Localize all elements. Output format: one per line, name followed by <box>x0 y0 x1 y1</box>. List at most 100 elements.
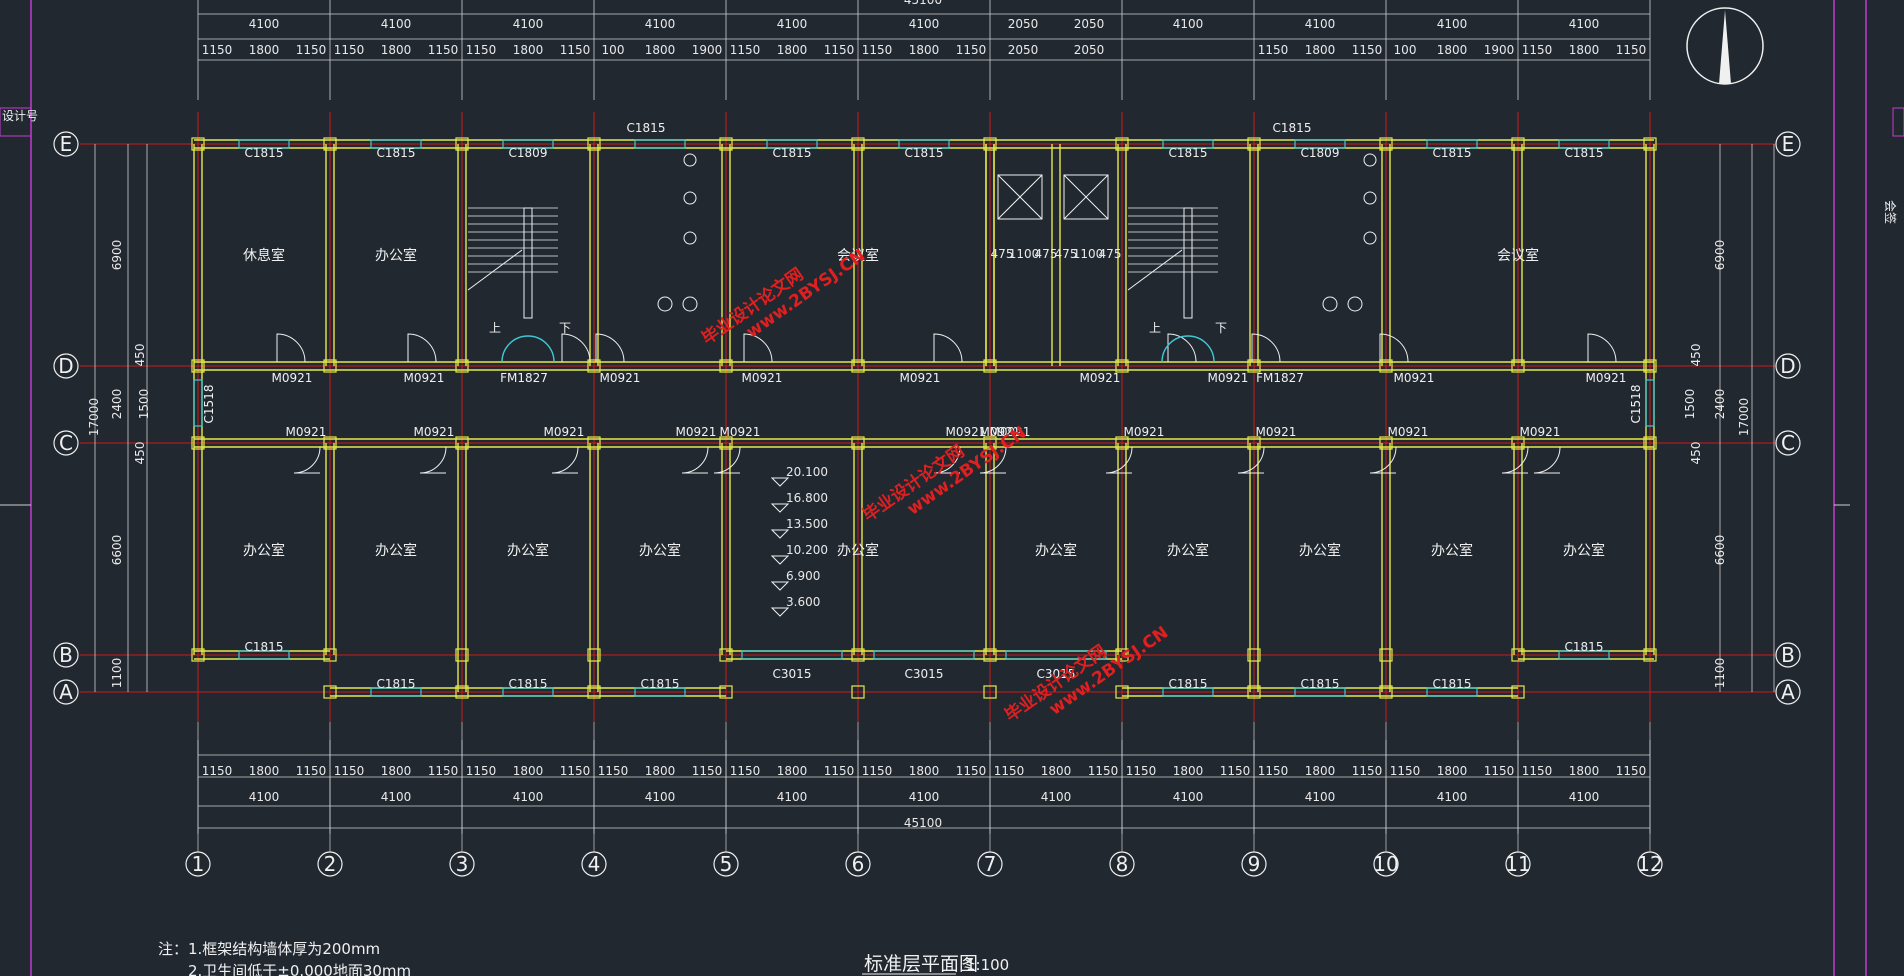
door-label: M0921 <box>1520 425 1561 439</box>
room-name: 办公室 <box>375 247 417 264</box>
window-label: C1815 <box>1433 677 1472 691</box>
bottom-bay-dim: 4100 <box>381 790 412 804</box>
column <box>323 648 337 662</box>
column <box>1379 137 1393 151</box>
bottom-sub-dim: 1800 <box>1305 764 1336 778</box>
column <box>1379 436 1393 450</box>
grid-label-E: E <box>60 132 73 156</box>
window-label: C1809 <box>1301 146 1340 160</box>
elevator-dim: 475 <box>1035 247 1058 261</box>
edge-text-right: 会签 <box>1883 200 1898 224</box>
window <box>1162 139 1214 149</box>
window <box>1426 687 1478 697</box>
door-label: M0921 <box>1394 371 1435 385</box>
elevation-marker <box>770 477 790 487</box>
column <box>1247 685 1261 699</box>
bottom-bay-dim: 4100 <box>513 790 544 804</box>
column <box>1247 436 1261 450</box>
top-sub-dim: 1150 <box>730 43 761 57</box>
top-bay-dim: 4100 <box>1569 17 1600 31</box>
fire-door <box>527 335 555 363</box>
window-label: C3015 <box>773 667 812 681</box>
grid-label-10: 10 <box>1373 852 1398 876</box>
door-swing <box>1379 333 1409 363</box>
door-swing <box>293 446 321 474</box>
column <box>1643 648 1657 662</box>
stair-break <box>467 249 523 291</box>
fire-door <box>1187 335 1215 363</box>
column <box>1115 648 1129 662</box>
column <box>191 359 205 373</box>
window <box>1558 650 1610 660</box>
fire-door <box>1161 335 1189 363</box>
column <box>1379 359 1393 373</box>
room-name: 办公室 <box>1167 542 1209 559</box>
grid-label-E: E <box>1782 132 1795 156</box>
grid-label-C: C <box>59 431 73 455</box>
note-line-2: 2.卫生间低于±0.000地面30mm <box>188 962 411 976</box>
column <box>587 436 601 450</box>
room-name: 办公室 <box>837 542 879 559</box>
top-sub-dim: 1800 <box>1569 43 1600 57</box>
top-sub-dim: 2050 <box>1008 43 1039 57</box>
elevator-dim: 1100 <box>1073 247 1104 261</box>
column <box>587 685 601 699</box>
bottom-sub-dim: 1800 <box>1041 764 1072 778</box>
grid-label-B: B <box>59 643 73 667</box>
top-bay-dim: 2050 <box>1074 17 1105 31</box>
door-swing <box>933 446 961 474</box>
room-name: 办公室 <box>375 542 417 559</box>
toilet-icon <box>1363 191 1377 205</box>
window <box>370 687 422 697</box>
column <box>1115 137 1129 151</box>
column <box>1379 648 1393 662</box>
bottom-sub-dim: 1800 <box>249 764 280 778</box>
bottom-bay-dim: 4100 <box>1305 790 1336 804</box>
top-sub-dim: 1150 <box>1522 43 1553 57</box>
top-sub-dim: 1150 <box>824 43 855 57</box>
bottom-sub-dim: 1800 <box>909 764 940 778</box>
elevation-value: 3.600 <box>786 595 820 609</box>
bottom-sub-dim: 1150 <box>296 764 327 778</box>
bottom-sub-dim: 1150 <box>1522 764 1553 778</box>
axis-lines <box>80 112 1775 722</box>
top-sub-dim: 1900 <box>1484 43 1515 57</box>
door-swing <box>1251 333 1281 363</box>
bottom-bay-dim: 4100 <box>1173 790 1204 804</box>
grid-label-D: D <box>58 354 73 378</box>
room-name: 会议室 <box>1497 247 1539 264</box>
window-label: C1815 <box>245 146 284 160</box>
elevator-dim: 1100 <box>1009 247 1040 261</box>
window <box>634 687 686 697</box>
top-sub-dim: 100 <box>1394 43 1417 57</box>
column <box>1115 436 1129 450</box>
window-label: C1809 <box>509 146 548 160</box>
column <box>455 436 469 450</box>
grid-bubble-D <box>53 353 79 379</box>
right-dim: 450 <box>1689 344 1703 367</box>
window-label: C1815 <box>1169 677 1208 691</box>
bottom-sub-dim: 1800 <box>1569 764 1600 778</box>
column <box>983 436 997 450</box>
door-label: M0921 <box>404 371 445 385</box>
right-dim: 2400 <box>1713 389 1727 420</box>
column <box>1511 648 1525 662</box>
window-label: C1815 <box>641 677 680 691</box>
door-label: M0921 <box>1256 425 1297 439</box>
toilet-icon <box>683 191 697 205</box>
elevator-car <box>997 174 1043 220</box>
door-label: M0921 <box>990 425 1031 439</box>
grid-label-D: D <box>1780 354 1795 378</box>
door-swing <box>1237 446 1265 474</box>
window <box>1162 687 1214 697</box>
top-sub-dim: 1150 <box>1352 43 1383 57</box>
room-name: 休息室 <box>243 247 285 264</box>
column <box>455 359 469 373</box>
grid-label-6: 6 <box>852 852 865 876</box>
door-label: M0921 <box>1080 371 1121 385</box>
edge-text-left: 设计号 <box>2 109 38 123</box>
column <box>191 436 205 450</box>
top-sub-dim: 1800 <box>645 43 676 57</box>
column <box>719 137 733 151</box>
elevation-marker <box>770 581 790 591</box>
